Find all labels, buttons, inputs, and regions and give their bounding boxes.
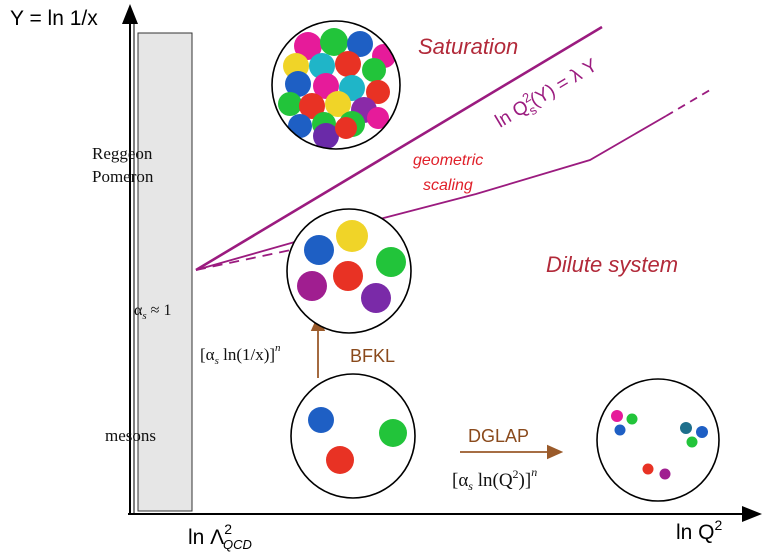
parton (304, 235, 334, 265)
dglap-formula: [αs ln(Q2)]n (452, 465, 537, 493)
parton (367, 107, 389, 129)
parton (626, 413, 638, 425)
mesons-label: mesons (105, 426, 156, 445)
parton (659, 468, 671, 480)
pomeron-label: Pomeron (92, 167, 154, 186)
dilute-hadron (286, 208, 412, 334)
saturated-hadron (271, 20, 401, 150)
parton (294, 32, 322, 60)
parton (642, 463, 654, 475)
parton (335, 117, 357, 139)
y-axis-label: Y = ln 1/x (10, 7, 98, 30)
saturation-label: Saturation (418, 34, 518, 59)
saturation-scale-formula: ln Q2s(Y) = λ Y (490, 51, 604, 135)
bfkl-label: BFKL (350, 346, 395, 366)
parton (313, 123, 339, 149)
dilute-system-label: Dilute system (546, 252, 678, 277)
parton (362, 58, 386, 82)
parton (376, 247, 406, 277)
reggeon-label: Reggeon (92, 144, 153, 163)
parton (611, 410, 623, 422)
parton (297, 271, 327, 301)
x-axis-label: ln Q2 (676, 517, 723, 544)
parton (299, 93, 325, 119)
dglap-label: DGLAP (468, 426, 529, 446)
sparse-hadron (290, 373, 416, 499)
parton (347, 31, 373, 57)
saturation-line (195, 25, 603, 272)
geometric-scaling-line-dashed (665, 89, 711, 117)
alpha-s-label: αs ≈ 1 (134, 302, 171, 322)
geometric-scaling-line (195, 115, 667, 271)
parton (326, 446, 354, 474)
parton (686, 436, 698, 448)
parton (680, 422, 692, 434)
scaling-label: scaling (423, 177, 473, 194)
parton (696, 426, 708, 438)
geometric-label: geometric (413, 152, 483, 169)
parton (361, 283, 391, 313)
parton (379, 419, 407, 447)
nonperturbative-band (137, 32, 193, 512)
high-q2-hadron (596, 378, 720, 502)
parton (320, 28, 348, 56)
parton (308, 407, 334, 433)
bfkl-formula: [αs ln(1/x)]n (200, 342, 281, 367)
parton (288, 114, 312, 138)
parton (309, 53, 335, 79)
parton (278, 92, 302, 116)
parton (366, 80, 390, 104)
parton (325, 91, 351, 117)
parton (285, 71, 311, 97)
parton (336, 220, 368, 252)
parton (333, 261, 363, 291)
parton (614, 424, 626, 436)
parton (335, 51, 361, 77)
